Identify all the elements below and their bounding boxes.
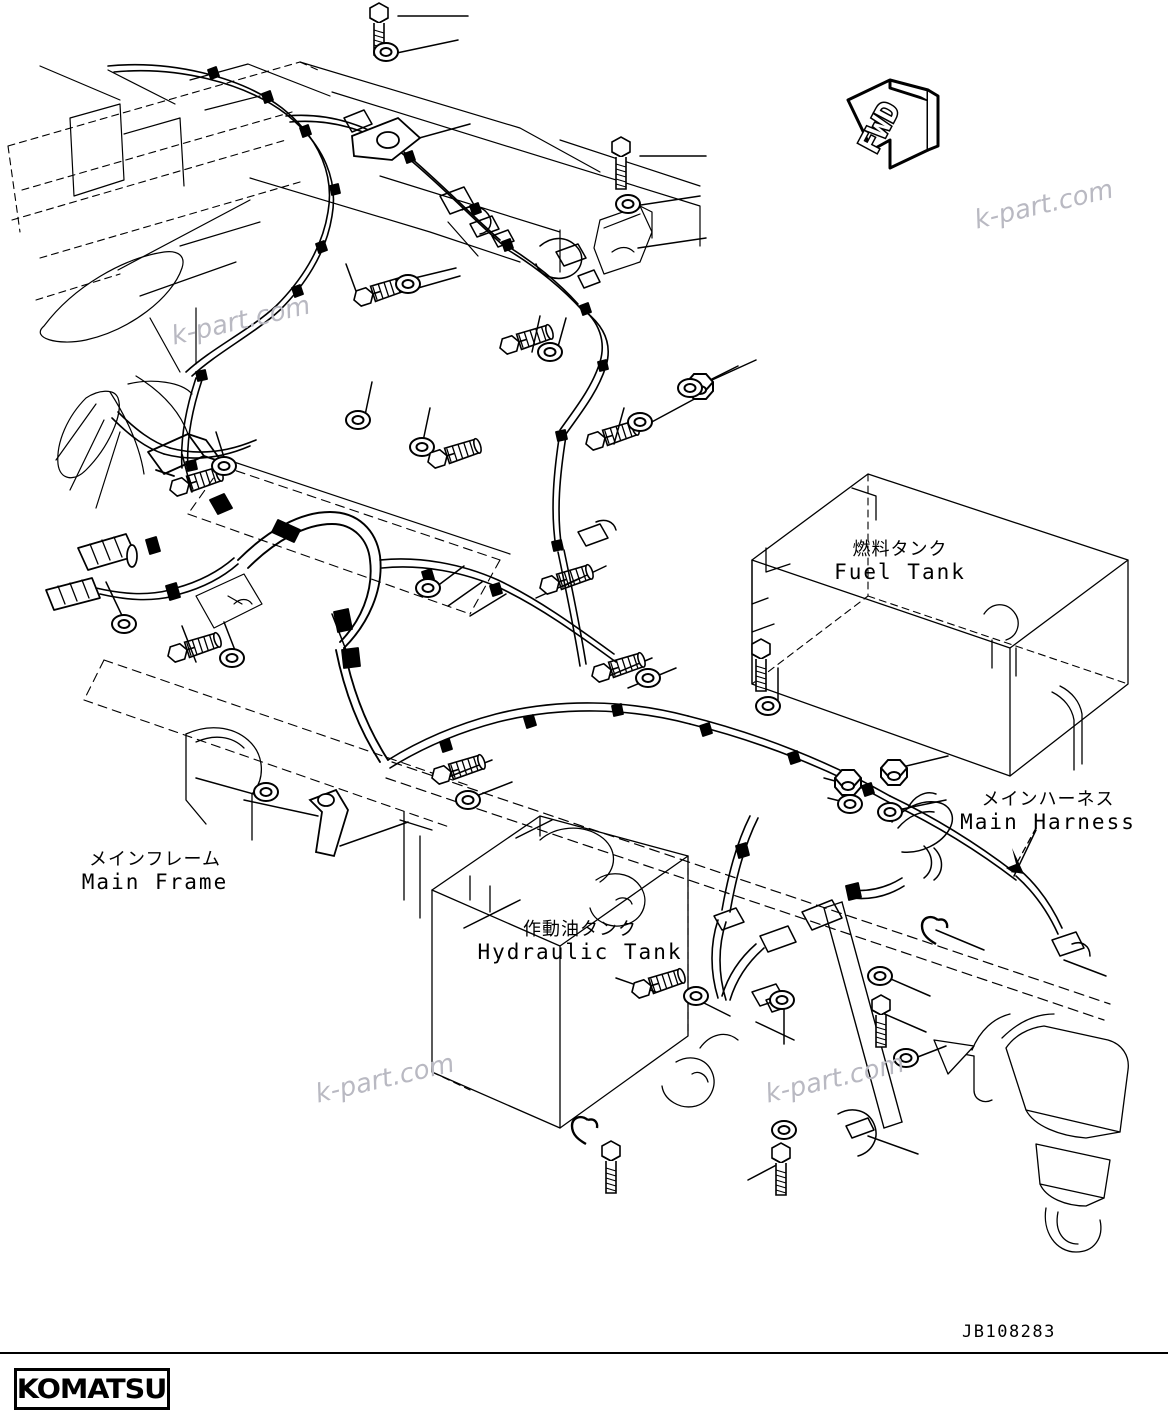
label-hydraulic-tank-en: Hydraulic Tank [477, 939, 683, 964]
label-main-harness-en: Main Harness [960, 809, 1136, 834]
komatsu-logo: KOMATSU [14, 1368, 170, 1410]
footer-divider [0, 1352, 1168, 1354]
drawing-number: JB108283 [962, 1322, 1056, 1342]
label-fuel-tank: 燃料タンク Fuel Tank [790, 539, 1010, 584]
label-main-harness-jp: メインハーネス [981, 789, 1115, 810]
komatsu-logo-text: KOMATSU [17, 1373, 168, 1405]
label-hydraulic-tank: 作動油タンク Hydraulic Tank [470, 919, 690, 964]
label-main-frame-en: Main Frame [81, 869, 229, 894]
label-main-frame-jp: メインフレーム [89, 849, 221, 870]
label-hydraulic-tank-jp: 作動油タンク [523, 919, 637, 940]
label-main-harness: メインハーネス Main Harness [948, 789, 1148, 834]
label-main-frame: メインフレーム Main Frame [55, 849, 255, 894]
fastener-parts [111, 2, 949, 1196]
label-fuel-tank-jp: 燃料タンク [852, 539, 948, 560]
label-fuel-tank-en: Fuel Tank [834, 559, 966, 584]
